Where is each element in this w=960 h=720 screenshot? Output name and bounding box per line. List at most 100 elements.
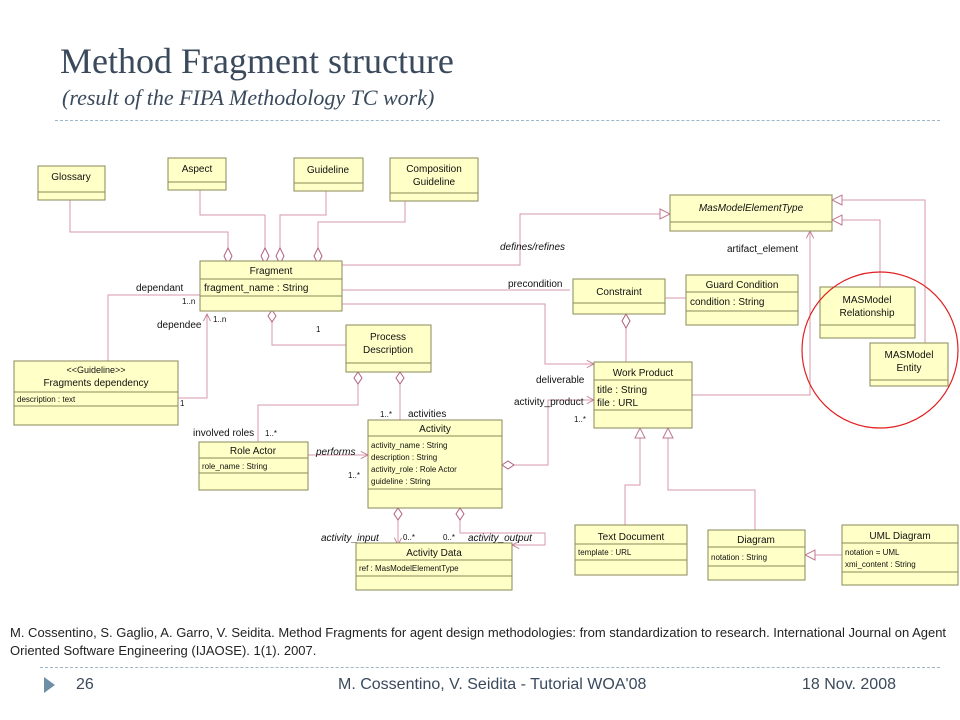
aspect-class xyxy=(167,157,227,191)
text-document-class xyxy=(574,524,688,576)
composition-guideline-to-fragment-line xyxy=(317,201,406,248)
label-activity-output: activity_output xyxy=(468,533,533,544)
guard-condition-class xyxy=(685,274,799,326)
uml-diagram-attr-2: xmi_content : String xyxy=(845,560,916,569)
mas-model-entity-name-1: MASModel xyxy=(885,350,934,361)
label-precondition: precondition xyxy=(508,279,562,290)
footer-date: 18 Nov. 2008 xyxy=(802,676,896,693)
label-artifact-element: artifact_element xyxy=(727,244,798,255)
guideline-to-fragment-line xyxy=(279,191,327,248)
mas-model-relationship-name-2: Relationship xyxy=(839,308,894,319)
constraint-name: Constraint xyxy=(596,287,642,298)
mas-model-entity-class xyxy=(869,342,949,387)
aspect-to-fragment-line xyxy=(199,190,266,248)
mult-output-many: 0..* xyxy=(443,533,455,542)
guideline-class xyxy=(293,157,364,192)
process-to-roleactor-line xyxy=(257,384,359,442)
textdoc-generalization-line xyxy=(624,428,640,525)
label-activity-input: activity_input xyxy=(321,533,380,544)
role-actor-attr-1: role_name : String xyxy=(202,462,267,471)
label-defines-refines: defines/refines xyxy=(500,242,565,253)
activity-data-name: Activity Data xyxy=(406,548,462,559)
uml-diagram-class xyxy=(841,524,959,586)
uml-diagram-name: UML Diagram xyxy=(869,531,930,542)
workproduct-to-metatype-line xyxy=(692,231,810,396)
constraint-class xyxy=(572,278,666,315)
fragment-name: Fragment xyxy=(250,266,293,277)
label-activity-product: activity_product xyxy=(514,397,584,408)
process-description-name-1: Process xyxy=(370,332,406,343)
fragments-dependency-stereotype: <<Guideline>> xyxy=(66,365,125,375)
diamond-activity-input xyxy=(393,507,403,521)
activity-output-line xyxy=(459,520,546,545)
mult-performs-many: 1..* xyxy=(348,471,360,480)
diagram-attr-1: notation : String xyxy=(711,553,767,562)
association-labels: defines/refines artifact_element dependa… xyxy=(136,242,798,544)
activity-data-class xyxy=(355,542,513,591)
role-actor-name: Role Actor xyxy=(230,446,277,457)
activity-attr-4: guideline : String xyxy=(371,477,431,486)
role-actor-class xyxy=(198,441,309,491)
fragments-dependency-name: Fragments dependency xyxy=(43,378,148,389)
class-boxes xyxy=(13,157,959,591)
fragments-dependency-class xyxy=(13,360,179,426)
work-product-attr-2: file : URL xyxy=(597,398,639,409)
mult-dependency-one: 1 xyxy=(180,399,185,408)
mas-model-relationship-class xyxy=(819,286,916,339)
guard-condition-attr-1: condition : String xyxy=(690,297,765,308)
class-texts: Glossary Aspect Guideline Composition Gu… xyxy=(17,164,933,573)
activity-attr-2: description : String xyxy=(371,453,437,462)
text-document-name: Text Document xyxy=(598,532,665,543)
activity-to-workproduct-line xyxy=(508,400,594,466)
fragment-to-workproduct-line xyxy=(342,303,594,364)
activity-attr-3: activity_role : Role Actor xyxy=(371,465,457,474)
label-deliverable: deliverable xyxy=(536,375,585,386)
diamond-activity-wp xyxy=(501,460,515,470)
fragments-dependency-attr-1: description : text xyxy=(17,395,76,404)
activity-data-attr-1: ref : MasModelElementType xyxy=(359,564,459,573)
relationship-generalization-line xyxy=(832,220,881,287)
aspect-name: Aspect xyxy=(182,164,213,175)
activity-name: Activity xyxy=(419,424,451,435)
highlight-circle xyxy=(801,271,959,429)
mult-fragment-process: 1 xyxy=(316,325,321,334)
label-dependant: dependant xyxy=(136,283,183,294)
dependee-line xyxy=(178,314,207,399)
mas-model-relationship-name-1: MASModel xyxy=(843,295,892,306)
citation-text: M. Cossentino, S. Gaglio, A. Garro, V. S… xyxy=(10,625,947,658)
diagram-name: Diagram xyxy=(737,535,775,546)
composition-guideline-class xyxy=(389,157,479,202)
defines-refines-line xyxy=(342,214,670,266)
dependant-line xyxy=(107,294,200,361)
footer-center-text: M. Cossentino, V. Seidita - Tutorial WOA… xyxy=(338,676,647,693)
mas-model-element-type-name: MasModelElementType xyxy=(699,203,804,214)
diamond-process-activity xyxy=(395,371,405,385)
guideline-name: Guideline xyxy=(307,165,350,176)
fragment-class xyxy=(199,260,343,312)
diamond-constraint-wp xyxy=(621,312,631,330)
diamond-activity-output xyxy=(455,507,465,521)
fragment-to-process-line xyxy=(271,322,346,346)
work-product-name: Work Product xyxy=(613,368,674,379)
uml-diagram-attr-1: notation = UML xyxy=(845,548,900,557)
label-activities: activities xyxy=(408,409,446,420)
slide-title: Method Fragment structure xyxy=(60,41,454,81)
work-product-class xyxy=(593,361,693,429)
composition-guideline-name-2: Guideline xyxy=(413,177,456,188)
diamond-process-role xyxy=(353,371,363,385)
mult-involved-roles-many: 1..* xyxy=(265,429,277,438)
label-performs: performs xyxy=(315,447,355,458)
activity-class xyxy=(367,419,503,509)
slide-subtitle: (result of the FIPA Methodology TC work) xyxy=(62,85,435,110)
footer-divider xyxy=(40,667,940,668)
label-involved-roles: involved roles xyxy=(193,428,254,439)
diagram-generalization-line xyxy=(668,428,756,530)
diagram-class xyxy=(707,529,806,581)
bullet-triangle-icon xyxy=(44,677,55,693)
work-product-attr-1: title : String xyxy=(597,385,647,396)
connectors xyxy=(69,190,926,555)
activity-attr-1: activity_name : String xyxy=(371,441,447,450)
composition-guideline-name-1: Composition xyxy=(406,164,462,175)
guard-condition-name: Guard Condition xyxy=(706,280,779,291)
